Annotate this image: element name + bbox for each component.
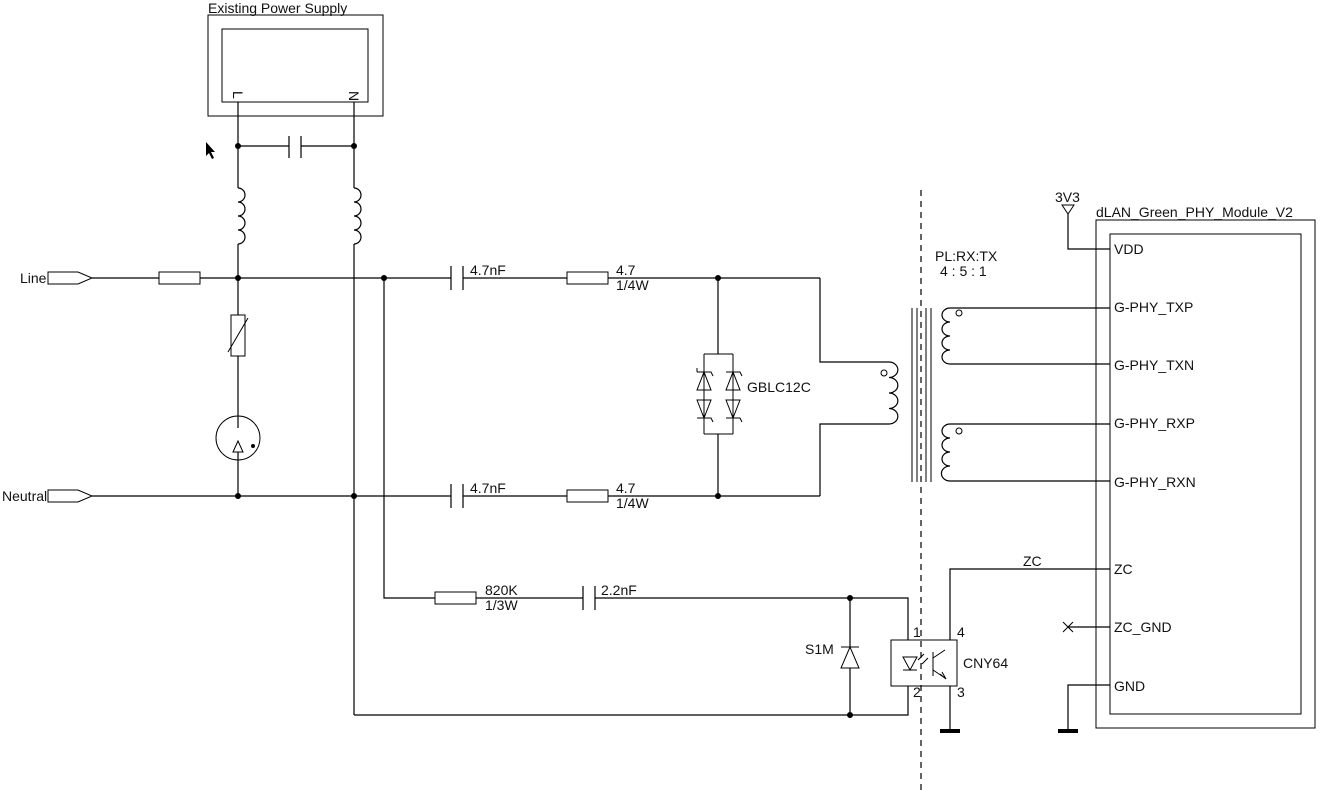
opto-label: CNY64 <box>963 655 1008 671</box>
coupling-capacitor-neutral: 4.7nF <box>450 480 506 508</box>
module-pin-txp: G-PHY_TXP <box>1114 299 1193 315</box>
opto-pin-2: 2 <box>913 684 921 700</box>
module-ground <box>1058 684 1110 733</box>
module-title: dLAN_Green_PHY_Module_V2 <box>1096 204 1293 220</box>
coupling-capacitor-line: 4.7nF <box>450 262 506 290</box>
series-resistor-line-value: 4.7 <box>616 262 636 278</box>
cny64-optocoupler: 1 2 3 4 CNY64 ZC <box>890 553 1110 733</box>
supply-3v3: 3V3 <box>1055 189 1110 250</box>
zero-cross-network: 820K 1/3W 2.2nF <box>354 278 909 718</box>
coupling-capacitor-line-value: 4.7nF <box>470 262 506 278</box>
tvs-diode-array-label: GBLC12C <box>747 379 811 395</box>
line-net-label: Line <box>20 270 47 286</box>
module-pin-zc: ZC <box>1114 561 1133 577</box>
signal-transformer: PL:RX:TX 4 : 5 : 1 <box>880 248 1110 482</box>
neutral-net-label: Neutral <box>2 488 47 504</box>
coupling-capacitor-neutral-value: 4.7nF <box>470 480 506 496</box>
opto-pin-1: 1 <box>913 624 921 640</box>
zc-resistor-value: 820K <box>485 582 518 598</box>
x-capacitor <box>235 102 357 188</box>
varistor <box>227 278 249 416</box>
power-supply-pin-l: L <box>230 91 246 99</box>
module-pin-vdd: VDD <box>1114 241 1144 257</box>
series-resistor-neutral-power: 1/4W <box>616 495 649 511</box>
gas-discharge-tube <box>215 415 261 496</box>
line-input-connector: Line <box>20 270 94 286</box>
opto-pin-4: 4 <box>957 624 965 640</box>
module-pin-rxp: G-PHY_RXP <box>1114 415 1195 431</box>
neutral-input-connector: Neutral <box>2 488 94 504</box>
dlan-green-phy-module: dLAN_Green_PHY_Module_V2 VDD G-PHY_TXP G… <box>1095 204 1316 729</box>
power-supply-title: Existing Power Supply <box>208 0 347 16</box>
module-pin-zc-gnd: ZC_GND <box>1114 619 1172 635</box>
opto-pin-3: 3 <box>957 684 965 700</box>
module-pin-txn: G-PHY_TXN <box>1114 357 1194 373</box>
series-resistor-line: 4.7 1/4W <box>566 262 649 293</box>
series-resistor-line-power: 1/4W <box>616 277 649 293</box>
series-resistor-neutral-value: 4.7 <box>616 480 636 496</box>
module-pin-gnd: GND <box>1114 678 1145 694</box>
tvs-diode-array: GBLC12C <box>696 275 811 499</box>
zc-resistor-power: 1/3W <box>485 597 518 613</box>
s1m-diode-label: S1M <box>805 641 834 657</box>
series-resistor-neutral: 4.7 1/4W <box>566 480 649 511</box>
fuse <box>92 271 238 285</box>
transformer-ratio: 4 : 5 : 1 <box>940 263 987 279</box>
supply-3v3-label: 3V3 <box>1055 189 1080 205</box>
s1m-diode: S1M <box>805 598 860 715</box>
neutral-inductor <box>353 187 362 715</box>
zc-capacitor-value: 2.2nF <box>601 582 637 598</box>
existing-power-supply: Existing Power Supply L N <box>207 0 384 117</box>
power-supply-pin-n: N <box>346 91 362 101</box>
line-inductor <box>237 187 246 278</box>
transformer-label: PL:RX:TX <box>935 248 998 264</box>
module-pin-rxn: G-PHY_RXN <box>1114 474 1196 490</box>
zc-gnd-no-connect <box>1062 621 1110 633</box>
mouse-cursor-icon <box>206 142 215 159</box>
zc-net-label: ZC <box>1023 553 1042 569</box>
